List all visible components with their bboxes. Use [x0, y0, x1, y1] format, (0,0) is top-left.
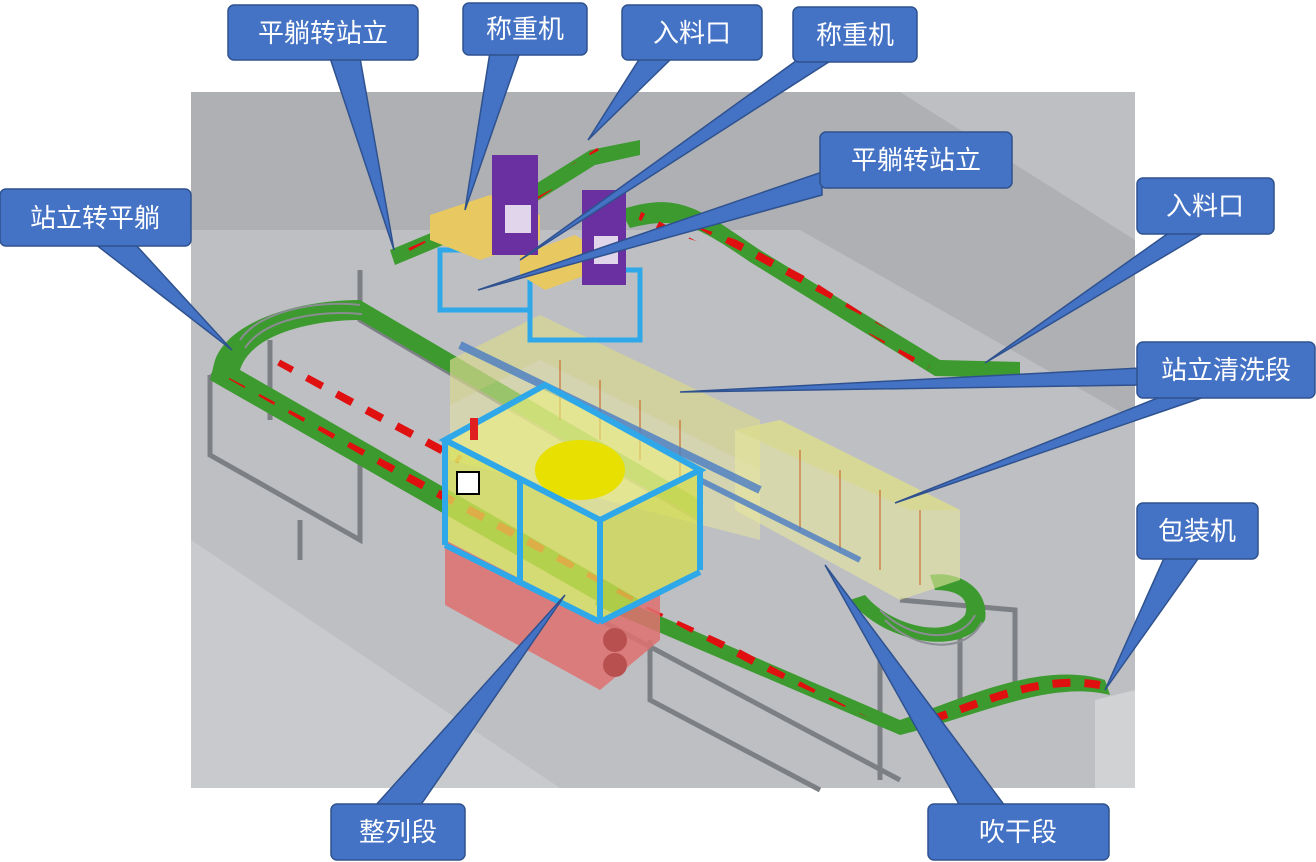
callout-align-section-text: 整列段 [359, 818, 437, 848]
callout-stand-to-flat-text: 站立转平躺 [30, 204, 160, 234]
conveyor-lower [595, 590, 1110, 735]
callout-weigher-2-text: 称重机 [816, 21, 894, 51]
callout-blow-dry-text: 吹干段 [979, 818, 1057, 848]
callout-weigher-1-text: 称重机 [486, 15, 564, 45]
callout-stand-wash-text: 站立清洗段 [1161, 356, 1291, 386]
callout-inlet-1: 入料口 [587, 4, 763, 141]
alignment-cabinet [438, 381, 707, 690]
guide-rails [239, 302, 983, 646]
callout-flat-to-stand-2-text: 平躺转站立 [851, 146, 981, 176]
weighing-machines [430, 155, 643, 343]
callout-inlet-2: 入料口 [984, 177, 1275, 364]
callout-flat-to-stand-1-text: 平躺转站立 [258, 19, 388, 49]
callout-align-section: 整列段 [330, 594, 566, 861]
callout-weigher-2: 称重机 [519, 6, 918, 261]
callout-flat-to-stand-2: 平躺转站立 [477, 131, 1013, 291]
callout-inlet-2-text: 入料口 [1166, 192, 1244, 222]
right-wall [1095, 690, 1135, 788]
callout-weigher-1: 称重机 [462, 2, 588, 211]
callout-blow-dry: 吹干段 [824, 564, 1110, 861]
callout-stand-wash: 站立清洗段 [679, 341, 1316, 504]
callout-inlet-1-text: 入料口 [653, 19, 731, 49]
callout-stand-to-flat: 站立转平躺 [0, 188, 233, 351]
callout-packer: 包装机 [1104, 502, 1259, 691]
callout-flat-to-stand-1: 平躺转站立 [227, 4, 419, 251]
render-scene [191, 92, 1135, 793]
conveyor-right-loop [850, 574, 986, 642]
callout-packer-text: 包装机 [1158, 517, 1236, 547]
